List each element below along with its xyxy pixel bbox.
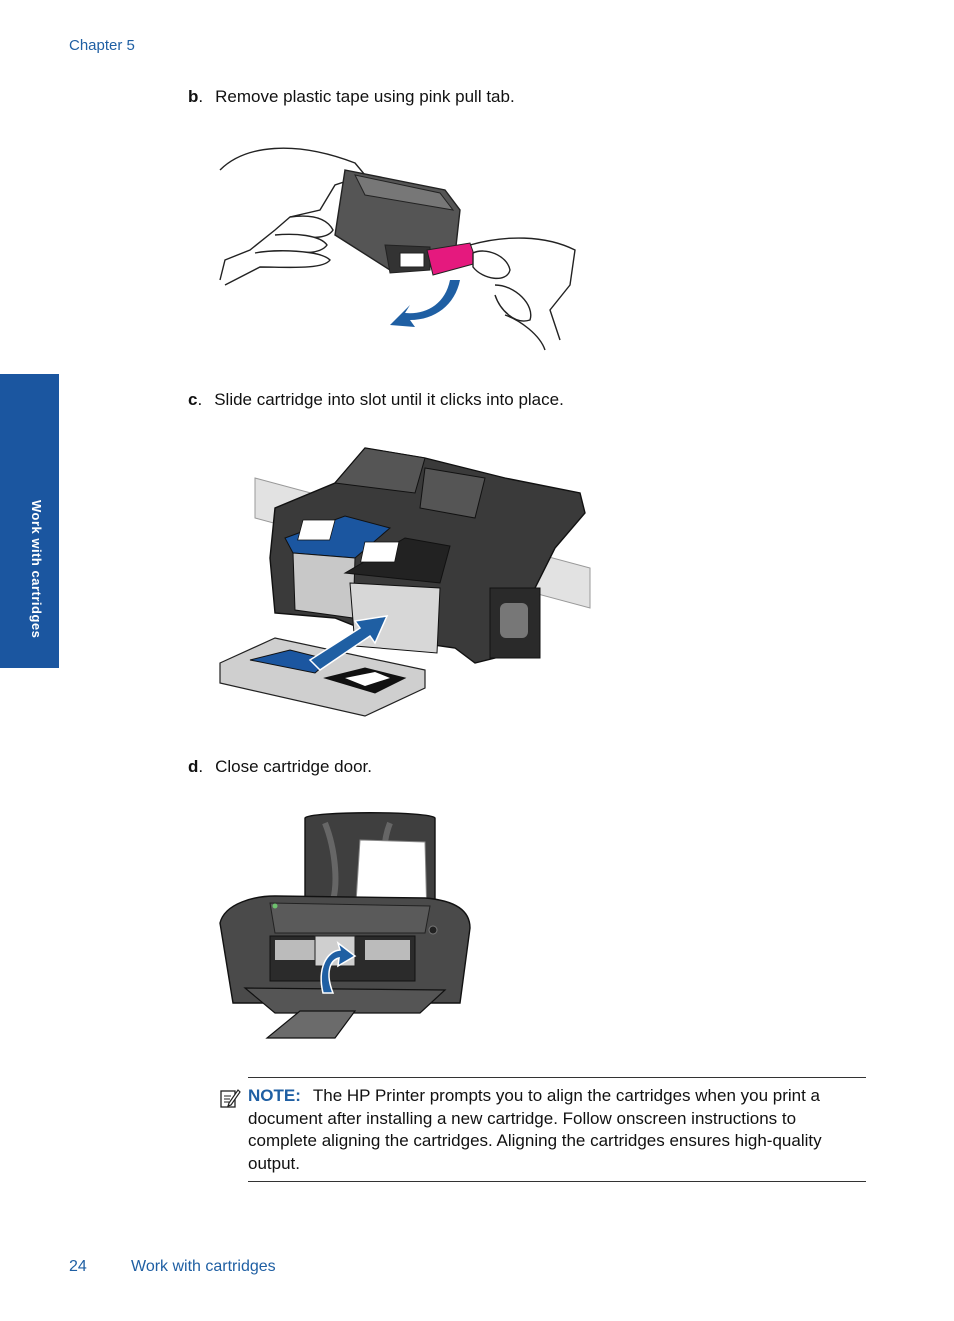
note-label: NOTE: <box>248 1086 301 1105</box>
remove-tape-illustration <box>219 147 576 351</box>
side-tab-label: Work with cartridges <box>29 500 44 639</box>
step-text: Close cartridge door. <box>215 757 372 776</box>
page-number: 24 <box>69 1258 87 1275</box>
step-letter: b <box>188 87 199 106</box>
note-paragraph: NOTE:The HP Printer prompts you to align… <box>248 1085 868 1175</box>
chapter-header: Chapter 5 <box>69 37 135 54</box>
close-door-illustration <box>219 812 471 1039</box>
note-bottom-rule <box>248 1181 866 1182</box>
step-text: Remove plastic tape using pink pull tab. <box>215 87 515 106</box>
step-d: d.Close cartridge door. <box>188 757 372 776</box>
step-b: b.Remove plastic tape using pink pull ta… <box>188 87 515 106</box>
note-body: The HP Printer prompts you to align the … <box>248 1086 822 1173</box>
step-c: c.Slide cartridge into slot until it cli… <box>188 390 564 409</box>
side-tab <box>0 374 59 668</box>
note-top-rule <box>248 1077 866 1078</box>
insert-cartridge-illustration <box>219 447 591 717</box>
note-pencil-icon <box>220 1089 241 1108</box>
step-text: Slide cartridge into slot until it click… <box>214 390 564 409</box>
footer-section-title: Work with cartridges <box>131 1258 276 1275</box>
step-letter: d <box>188 757 199 776</box>
step-letter: c <box>188 390 198 409</box>
